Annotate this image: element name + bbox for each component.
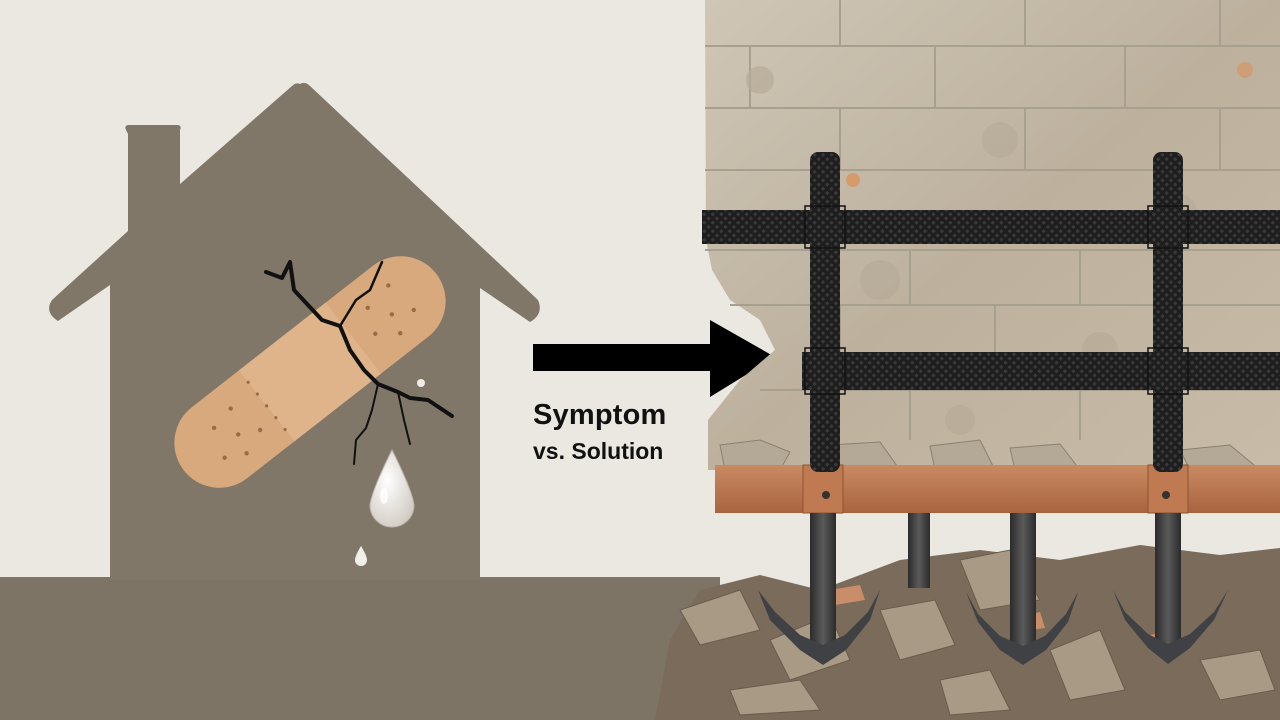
caption: Symptom vs. Solution bbox=[533, 398, 713, 466]
rubble-strip bbox=[719, 439, 1262, 471]
helical-pier-anchor-icon bbox=[758, 513, 1228, 665]
water-drop-icon bbox=[355, 379, 425, 566]
carbon-fiber-strap-icon bbox=[702, 152, 1280, 472]
crack-icon bbox=[264, 260, 454, 465]
caption-subtitle: vs. Solution bbox=[533, 438, 664, 464]
clay-footing bbox=[715, 465, 1280, 513]
arrow-right-icon bbox=[533, 320, 775, 397]
ground-band bbox=[0, 577, 720, 720]
caption-title: Symptom bbox=[533, 399, 667, 431]
